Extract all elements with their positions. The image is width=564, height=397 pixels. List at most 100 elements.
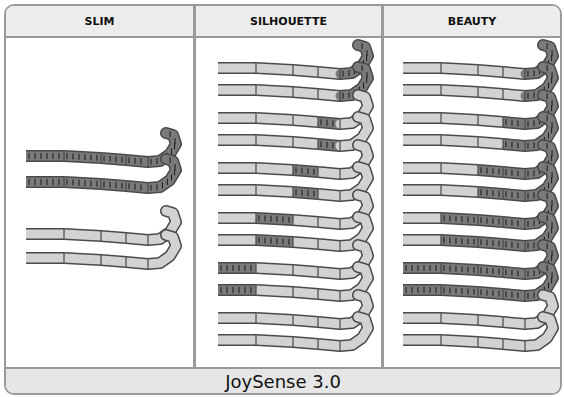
- chamber-divider: [339, 218, 340, 230]
- leg-outline: [478, 120, 503, 122]
- pressure-mark: [492, 290, 493, 296]
- pressure-mark: [140, 158, 141, 164]
- pressure-mark: [264, 237, 265, 243]
- pressure-mark: [492, 168, 493, 174]
- chamber-idle: [403, 336, 441, 345]
- pressure-mark: [517, 192, 518, 198]
- pressure-mark: [533, 70, 534, 76]
- pressure-mark: [480, 189, 481, 195]
- leg-outline: [403, 334, 441, 346]
- pressure-mark: [533, 192, 534, 198]
- leg-outline: [256, 290, 293, 292]
- pressure-mark: [348, 92, 349, 98]
- pressure-mark: [552, 100, 553, 106]
- pressure-mark: [140, 184, 141, 190]
- chamber-divider: [292, 136, 293, 148]
- chamber-divider: [339, 68, 340, 80]
- pressure-mark: [288, 217, 289, 223]
- chamber-idle: [101, 260, 126, 262]
- pressure-mark: [511, 192, 512, 198]
- pressure-mark: [455, 288, 456, 294]
- pressure-mark: [473, 289, 474, 295]
- chamber-active: [26, 178, 64, 187]
- caption-text: JoySense 3.0: [225, 371, 341, 392]
- chamber-active: [403, 264, 441, 273]
- pressure-mark: [505, 191, 506, 197]
- pressure-mark: [406, 287, 407, 293]
- header-text: BEAUTY: [448, 15, 496, 28]
- chamber-idle: [293, 220, 318, 222]
- chamber-active: [441, 218, 478, 220]
- pressure-mark: [527, 171, 528, 177]
- leg-outline: [441, 340, 478, 342]
- chamber-divider: [255, 234, 256, 246]
- chamber-idle: [441, 90, 478, 92]
- pressure-mark: [150, 159, 151, 165]
- chamber-active: [218, 264, 256, 273]
- chamber-divider: [100, 152, 101, 164]
- chamber-divider: [317, 166, 318, 178]
- leg-outline: [218, 234, 256, 246]
- pressure-mark: [233, 265, 234, 271]
- chamber-divider: [339, 168, 340, 180]
- leg-outline: [64, 156, 101, 158]
- pressure-mark: [486, 218, 487, 224]
- pressure-mark: [547, 43, 548, 49]
- leg-outline: [293, 320, 318, 322]
- pressure-mark: [473, 239, 474, 245]
- pressure-mark: [467, 238, 468, 244]
- chamber-divider: [477, 214, 478, 226]
- pressure-mark: [35, 153, 36, 159]
- chamber-divider: [502, 88, 503, 100]
- pressure-mark: [551, 177, 552, 183]
- pressure-mark: [239, 287, 240, 293]
- leg-outline: [218, 134, 256, 146]
- pressure-mark: [412, 265, 413, 271]
- chamber-idle: [101, 236, 126, 238]
- pressure-mark: [517, 270, 518, 276]
- chamber-divider: [339, 268, 340, 280]
- leg-outline: [293, 292, 318, 294]
- pressure-mark: [547, 165, 548, 171]
- pressure-mark: [551, 255, 552, 261]
- leg-outline: [441, 218, 478, 220]
- pressure-mark: [174, 143, 175, 149]
- pressure-mark: [301, 168, 302, 174]
- pressure-mark: [527, 293, 528, 299]
- chamber-divider: [255, 84, 256, 96]
- pressure-mark: [406, 265, 407, 271]
- leg-outline: [293, 270, 318, 272]
- pressure-mark: [362, 65, 363, 71]
- pressure-mark: [533, 142, 534, 148]
- chamber-divider: [255, 212, 256, 224]
- chamber-divider: [477, 264, 478, 276]
- leg-outline: [478, 92, 503, 94]
- chamber-divider: [63, 228, 64, 240]
- pressure-mark: [326, 142, 327, 148]
- pressure-mark: [90, 180, 91, 186]
- chamber-divider: [125, 232, 126, 244]
- pressure-mark: [175, 164, 176, 170]
- chamber-idle: [525, 317, 553, 346]
- leg-outline: [293, 220, 318, 222]
- chamber-idle: [293, 270, 318, 272]
- pressure-mark: [548, 282, 549, 288]
- chamber-divider: [100, 178, 101, 190]
- leg-outline: [478, 70, 503, 72]
- pressure-mark: [449, 215, 450, 221]
- pressure-mark: [517, 142, 518, 148]
- pressure-mark: [548, 132, 549, 138]
- pressure-mark: [170, 157, 171, 163]
- pressure-mark: [134, 158, 135, 164]
- chamber-divider: [317, 316, 318, 328]
- leg-outline: [441, 68, 478, 70]
- leg-outline: [64, 258, 101, 260]
- chamber-idle: [218, 164, 256, 173]
- pressure-mark: [332, 142, 333, 148]
- pressure-mark: [547, 193, 548, 199]
- pressure-mark: [551, 277, 552, 283]
- leg-outline: [101, 260, 126, 262]
- chamber-divider: [317, 266, 318, 278]
- chamber-active: [441, 268, 478, 270]
- chamber-idle: [293, 292, 318, 294]
